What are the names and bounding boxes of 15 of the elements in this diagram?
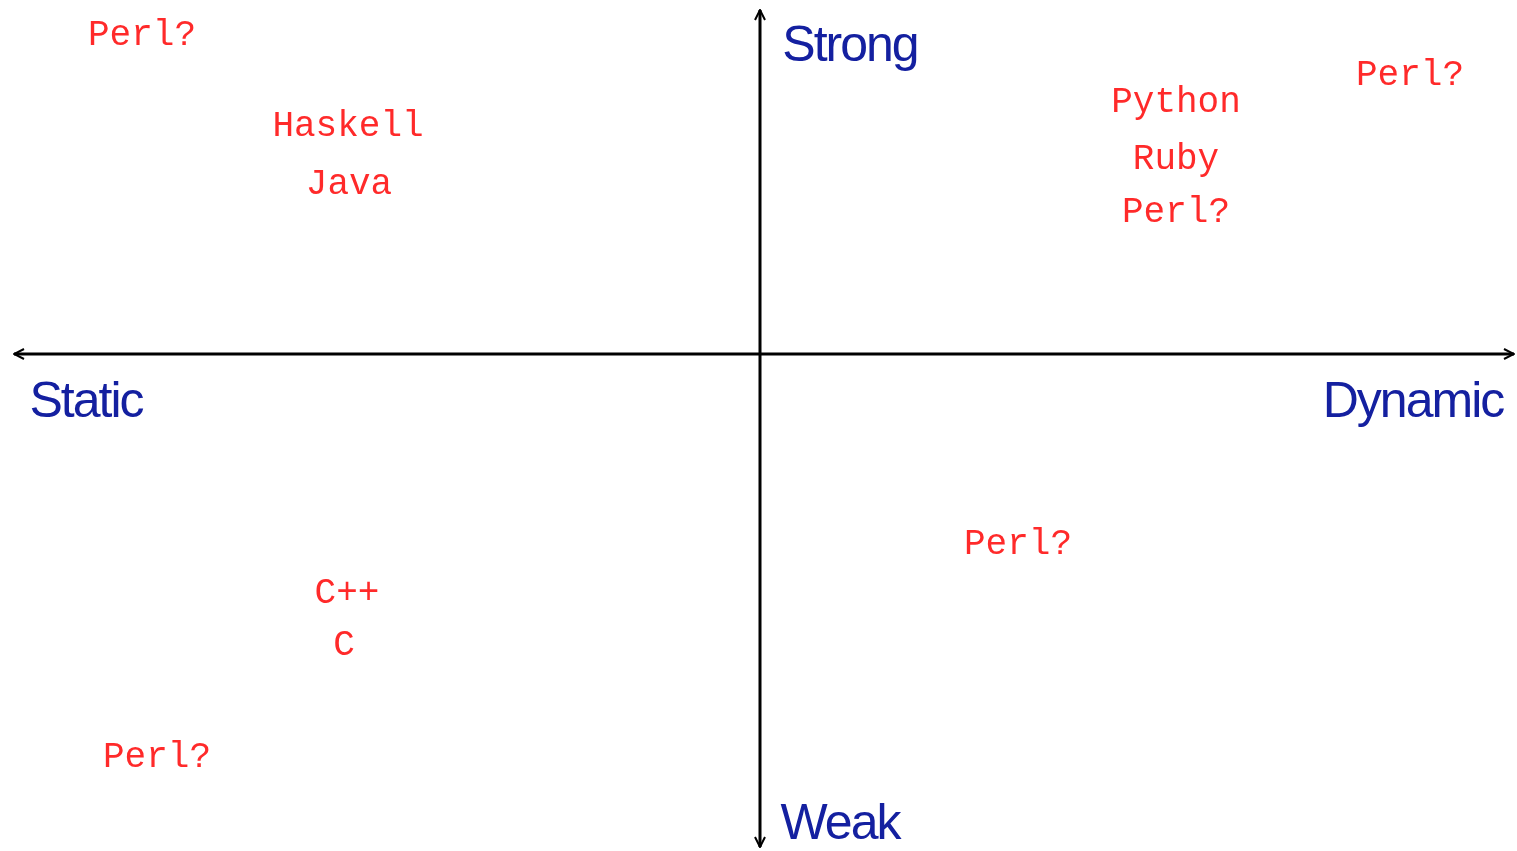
language-label: Perl? — [1356, 58, 1464, 94]
axis-label: Weak — [780, 797, 900, 847]
axis-label: Dynamic — [1322, 375, 1504, 425]
language-label: Java — [305, 167, 393, 203]
language-label: Perl? — [1122, 195, 1230, 231]
axis-label: Strong — [782, 19, 918, 69]
language-label: Ruby — [1132, 142, 1220, 178]
language-label: C — [333, 628, 355, 664]
language-label: Python — [1111, 85, 1241, 121]
language-label: Perl? — [88, 18, 196, 54]
language-label: Perl? — [103, 740, 211, 776]
language-label: Perl? — [964, 527, 1072, 563]
axis-label: Static — [29, 375, 143, 425]
language-label: C++ — [314, 576, 380, 612]
language-label: Haskell — [272, 109, 424, 145]
